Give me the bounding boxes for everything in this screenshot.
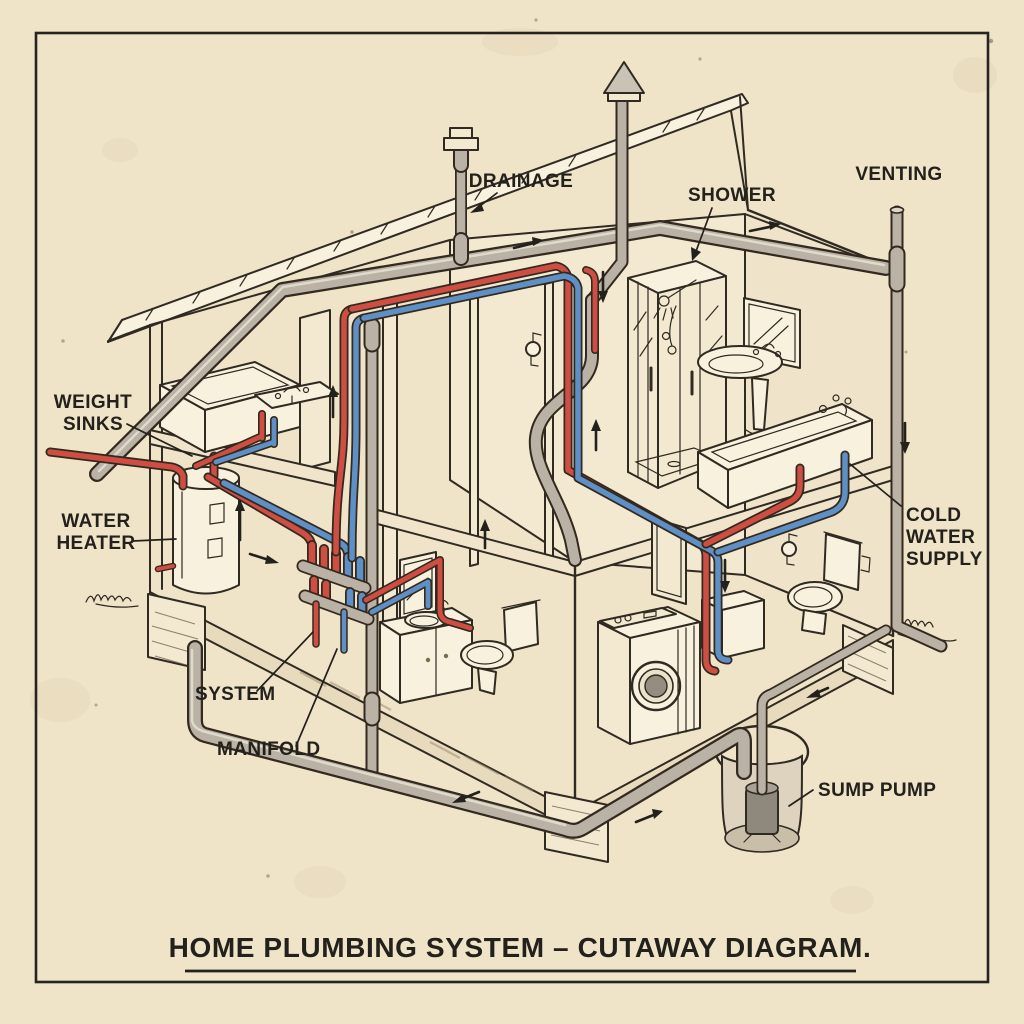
flow-arrow-down [598,270,608,303]
pedestal-sink [697,343,783,437]
weight-sinks-label: WEIGHT SINKS [54,392,193,457]
toilet-right [787,531,871,635]
flow-arrow-left [806,686,830,698]
framed-panel-right-wall [651,517,687,605]
labels: DRAINAGE SHOWER VENTING WEIGHT SINKS WAT… [54,164,983,807]
toilet-mid [460,599,541,695]
washing-machine [597,606,701,745]
drain-vent-pipes [89,61,948,839]
sink-faucet-icon [752,343,782,358]
venting-label: VENTING [855,164,942,185]
border-frame [34,31,990,984]
supply-pipes [45,261,850,676]
weight-sinks-label-line1: WEIGHT [54,392,132,413]
venting-label-text: VENTING [855,164,942,185]
utility-faucet-icon [274,386,310,404]
flow-arrow-up [480,519,490,550]
flow-arrow-right [634,809,663,824]
system-label-text: SYSTEM [195,684,276,705]
water-heater-label: WATER HEATER [56,511,177,554]
flow-arrow-right [748,221,781,233]
water-heater-label-line2: HEATER [56,533,135,554]
basement-drain-pipe [187,640,752,839]
cold-water-supply-label-line2: WATER [906,527,975,548]
flow-arrows [235,221,910,824]
manifold-label-text: MANIFOLD [217,739,320,760]
sump-pump-label: SUMP PUMP [788,780,936,807]
venting-stack [888,205,948,653]
drainage-stack [443,127,479,266]
cold-water-supply-label-line1: COLD [906,505,961,526]
sump-pump [743,781,781,843]
cold-water-supply-label-line3: SUPPLY [906,549,983,570]
flow-arrow-up [328,385,338,419]
sump-pump-label-text: SUMP PUMP [818,780,936,801]
toilet-paper-holder-right [781,533,798,566]
sump-discharge-pipe [756,624,892,796]
paper-texture [30,18,997,914]
flow-arrow-down [900,421,910,454]
system-label: SYSTEM [195,631,314,705]
drainage-label: DRAINAGE [469,171,574,213]
tub-faucet-icon [818,394,852,416]
page-title: HOME PLUMBING SYSTEM – CUTAWAY DIAGRAM. [169,932,872,963]
flow-arrow-right [512,237,544,250]
roof-vent-cap-icon [443,127,479,151]
manifold-label: MANIFOLD [217,648,338,760]
drainage-label-text: DRAINAGE [469,171,574,192]
flow-arrow-left [452,790,481,803]
laundry-tub [701,590,765,659]
water-heater-label-line1: WATER [61,511,130,532]
vanity-sink-cabinet [379,599,473,704]
frame-and-title: HOME PLUMBING SYSTEM – CUTAWAY DIAGRAM. [34,31,990,984]
roof [107,93,749,343]
toilet-paper-holder-upstairs [525,332,542,367]
flow-arrow-down [720,558,730,593]
shower-enclosure [627,260,727,489]
cold-water-supply-label: COLD WATER SUPPLY [849,463,983,570]
shower-head [653,279,697,355]
weight-sinks-label-line2: SINKS [63,414,123,435]
shower-label-text: SHOWER [688,185,776,206]
flow-arrow-right [248,552,279,564]
flow-arrow-up [591,419,601,452]
manifold-assembly [296,540,375,654]
vent-cone-cap-icon [603,61,645,94]
shower-label: SHOWER [688,185,776,261]
flow-arrow-up [235,499,245,542]
